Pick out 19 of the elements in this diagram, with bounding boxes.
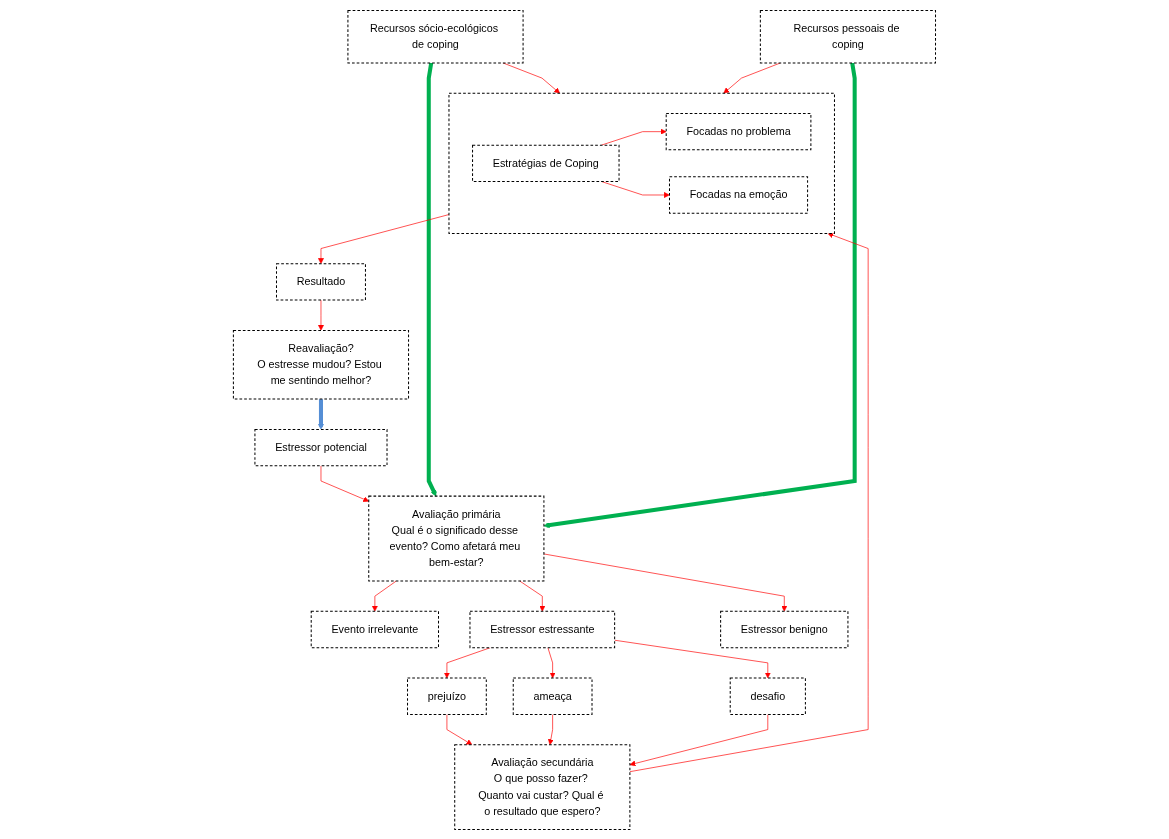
node-box: Focadas na emoção [669,175,809,214]
node-box: Reavaliação? O estresse mudou? Estou me sentindo melhor? [232,329,410,400]
node-box: Estratégias de Coping [472,144,620,182]
node-box: Recursos sócio-ecológicos de coping [347,9,524,63]
cluster [448,92,835,234]
node-box: Resultado [276,262,366,301]
node-box: Estressor estressante [469,610,616,648]
node-box: Evento irrelevante [310,610,440,648]
node-box: Estressor benigno [720,610,849,648]
node-box: Avaliação secundária O que posso fazer? Quanto vai custar? Qual é o resultado que espero? [454,743,631,830]
node-box: Estressor potencial [254,428,388,466]
node-box: prejuízo [407,677,487,715]
node-box: Avaliação primária Qual é o significado desse evento? Como afetará meu bem-estar? [368,495,545,581]
arrow [426,62,437,496]
node-box: Recursos pessoais de coping [759,9,937,63]
node-box: ameaça [512,677,593,715]
node-box: desafio [729,677,806,715]
node-box: Focadas no problema [665,112,812,150]
arrow [318,398,324,430]
